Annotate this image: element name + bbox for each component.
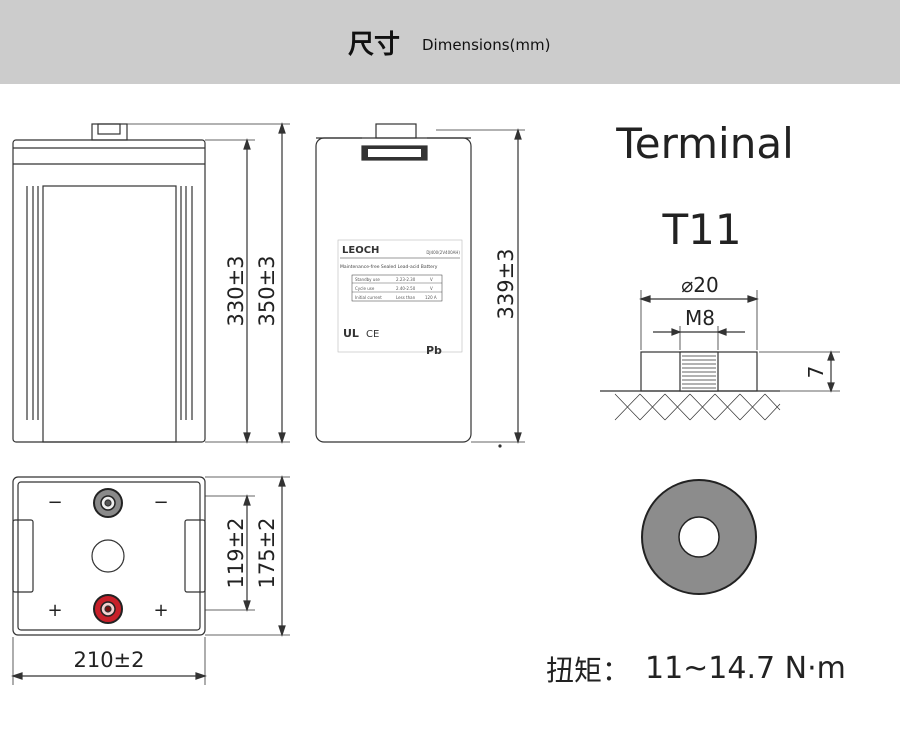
- product-label: [337, 239, 463, 353]
- torque-value: 11~14.7 N·m: [645, 651, 846, 686]
- label-type: Maintenance-free Sealed Lead-acid Batter…: [340, 264, 438, 270]
- label-row-3-value: Less than: [396, 295, 416, 300]
- front-height-total-dim: 350±3: [255, 255, 279, 326]
- terminal-height: 7: [804, 366, 828, 379]
- front-view: [12, 122, 290, 444]
- minus-sign-right: −: [153, 492, 168, 513]
- terminal-code: T11: [661, 205, 741, 254]
- front-height-inner-dim: 330±3: [224, 255, 248, 326]
- dimension-drawing: 330±3 350±3 339±3 119±2 175±2 210±2 − − …: [11, 119, 846, 687]
- plus-sign-left: +: [47, 600, 62, 621]
- torque-label: 扭矩：: [546, 654, 630, 687]
- terminal-diameter: ⌀20: [681, 273, 719, 297]
- top-width-dim: 210±2: [73, 648, 144, 672]
- label-row-2-unit: V: [430, 286, 433, 291]
- label-model: DJ400(2V400AH): [426, 250, 460, 255]
- header-title: 尺寸: [348, 30, 401, 60]
- top-depth-inner-dim: 119±2: [224, 517, 248, 588]
- header-subtitle: Dimensions(mm): [422, 36, 551, 54]
- terminal-top-view: [641, 479, 757, 595]
- terminal-thread: M8: [685, 306, 715, 330]
- top-depth-total-dim: 175±2: [255, 517, 279, 588]
- label-row-1-unit: V: [430, 277, 433, 282]
- vent-cap: [91, 539, 125, 573]
- header-bar: 尺寸 Dimensions(mm): [0, 0, 900, 84]
- plus-sign-right: +: [153, 600, 168, 621]
- terminal-section: [600, 290, 840, 421]
- label-row-2-key: Cycle use: [355, 286, 375, 291]
- label-cert-ce: CE: [366, 329, 379, 340]
- text-layer: 330±3 350±3 339±3 119±2 175±2 210±2 − − …: [47, 119, 845, 687]
- label-cert-pb: Pb: [426, 344, 442, 357]
- label-row-2-value: 2.40-2.50: [396, 286, 416, 291]
- terminal-heading: Terminal: [615, 119, 794, 168]
- label-cert-ul: UL: [343, 327, 359, 340]
- label-row-1-value: 2.23-2.30: [396, 277, 416, 282]
- label-brand: LEOCH: [342, 245, 379, 256]
- side-view: [315, 123, 525, 448]
- label-row-1-key: Standby use: [355, 277, 380, 282]
- front-terminal-cap: [91, 123, 128, 141]
- side-body: [315, 137, 472, 443]
- top-view: [11, 475, 290, 685]
- label-row-3-key: Initial current: [355, 295, 382, 300]
- label-row-3-unit: 120 A: [425, 295, 437, 300]
- side-height-dim: 339±3: [494, 248, 518, 319]
- minus-sign-left: −: [47, 492, 62, 513]
- side-terminal-cap: [375, 123, 417, 139]
